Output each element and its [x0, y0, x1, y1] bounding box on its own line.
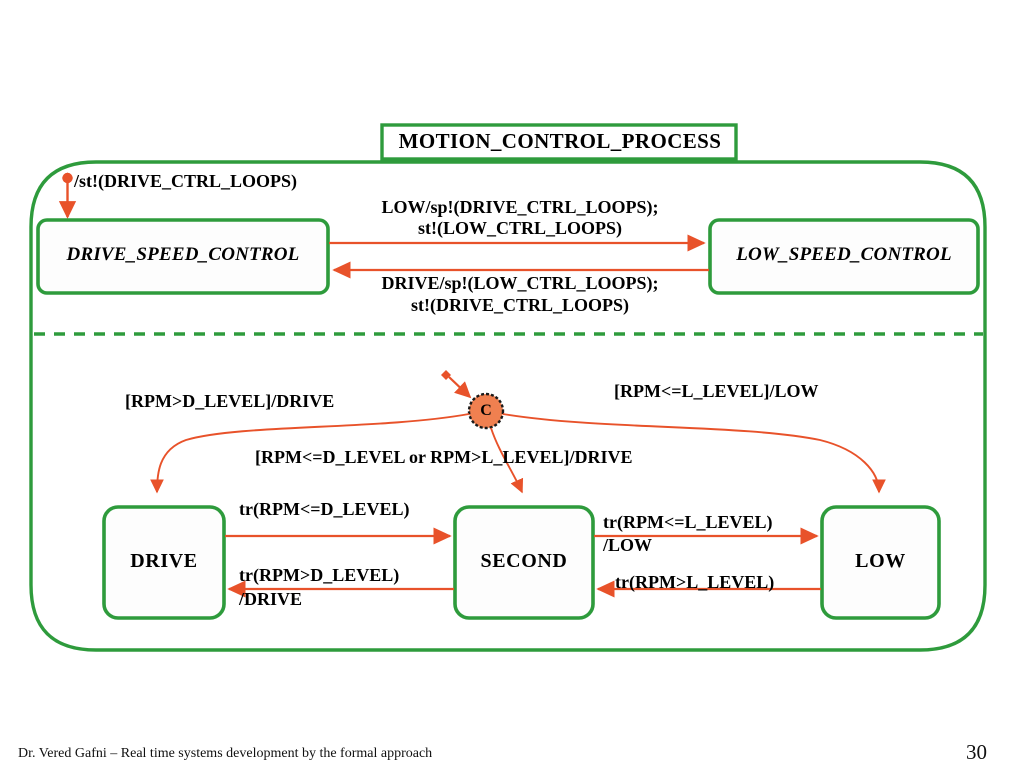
transition-label-low-to-drive-line2: st!(DRIVE_CTRL_LOOPS)	[410, 295, 629, 315]
footer-page-number: 30	[966, 740, 987, 764]
transition-label-second-to-drive-line1: tr(RPM>D_LEVEL)	[239, 565, 400, 585]
footer-credit: Dr. Vered Gafni – Real time systems deve…	[18, 746, 433, 761]
transition-arrow-c-to-second[interactable]	[490, 427, 524, 494]
page-title: MOTION_CONTROL_PROCESS	[398, 129, 722, 153]
state-box-drive-speed-control[interactable]	[36, 218, 330, 295]
transition-label-drive-to-second: tr(RPM<=D_LEVEL)	[239, 499, 410, 519]
transition-label-c-to-low: [RPM<=L_LEVEL]/LOW	[614, 381, 819, 401]
transition-arrow-c-to-drive[interactable]	[150, 413, 470, 494]
initial-transition-arrow-bottom[interactable]	[448, 376, 472, 399]
transition-label-c-to-drive: [RPM>D_LEVEL]/DRIVE	[125, 391, 335, 411]
state-box-low[interactable]	[820, 505, 941, 620]
transition-label-drive-to-low-line2: st!(LOW_CTRL_LOOPS)	[417, 218, 622, 238]
state-label-drive-speed-control: DRIVE_SPEED_CONTROL	[66, 244, 300, 265]
state-box-second[interactable]	[453, 505, 595, 620]
state-label-second: SECOND	[480, 550, 568, 572]
state-label-low: LOW	[855, 550, 906, 572]
state-box-drive[interactable]	[102, 505, 226, 620]
transition-label-second-to-drive-line2: /DRIVE	[239, 589, 303, 609]
transition-label-low-to-second: tr(RPM>L_LEVEL)	[615, 572, 775, 592]
initial-transition-label-top: /st!(DRIVE_CTRL_LOOPS)	[74, 171, 298, 191]
transition-label-c-to-second: [RPM<=D_LEVEL or RPM>L_LEVEL]/DRIVE	[255, 447, 633, 467]
transition-label-low-to-drive-line1: DRIVE/sp!(LOW_CTRL_LOOPS);	[381, 273, 659, 293]
transition-arrow-c-to-low[interactable]	[502, 413, 886, 494]
condition-connector-label: C	[480, 402, 492, 419]
title-box	[380, 123, 738, 161]
state-label-low-speed-control: LOW_SPEED_CONTROL	[736, 244, 952, 265]
condition-connector-circle[interactable]	[467, 392, 505, 430]
transition-label-second-to-low-line2: /LOW	[603, 535, 653, 555]
state-label-drive: DRIVE	[130, 550, 198, 572]
transition-label-second-to-low-line1: tr(RPM<=L_LEVEL)	[603, 512, 773, 532]
state-box-low-speed-control[interactable]	[708, 218, 980, 295]
transition-label-drive-to-low-line1: LOW/sp!(DRIVE_CTRL_LOOPS);	[381, 197, 659, 217]
initial-state-marker-bottom	[441, 370, 451, 380]
